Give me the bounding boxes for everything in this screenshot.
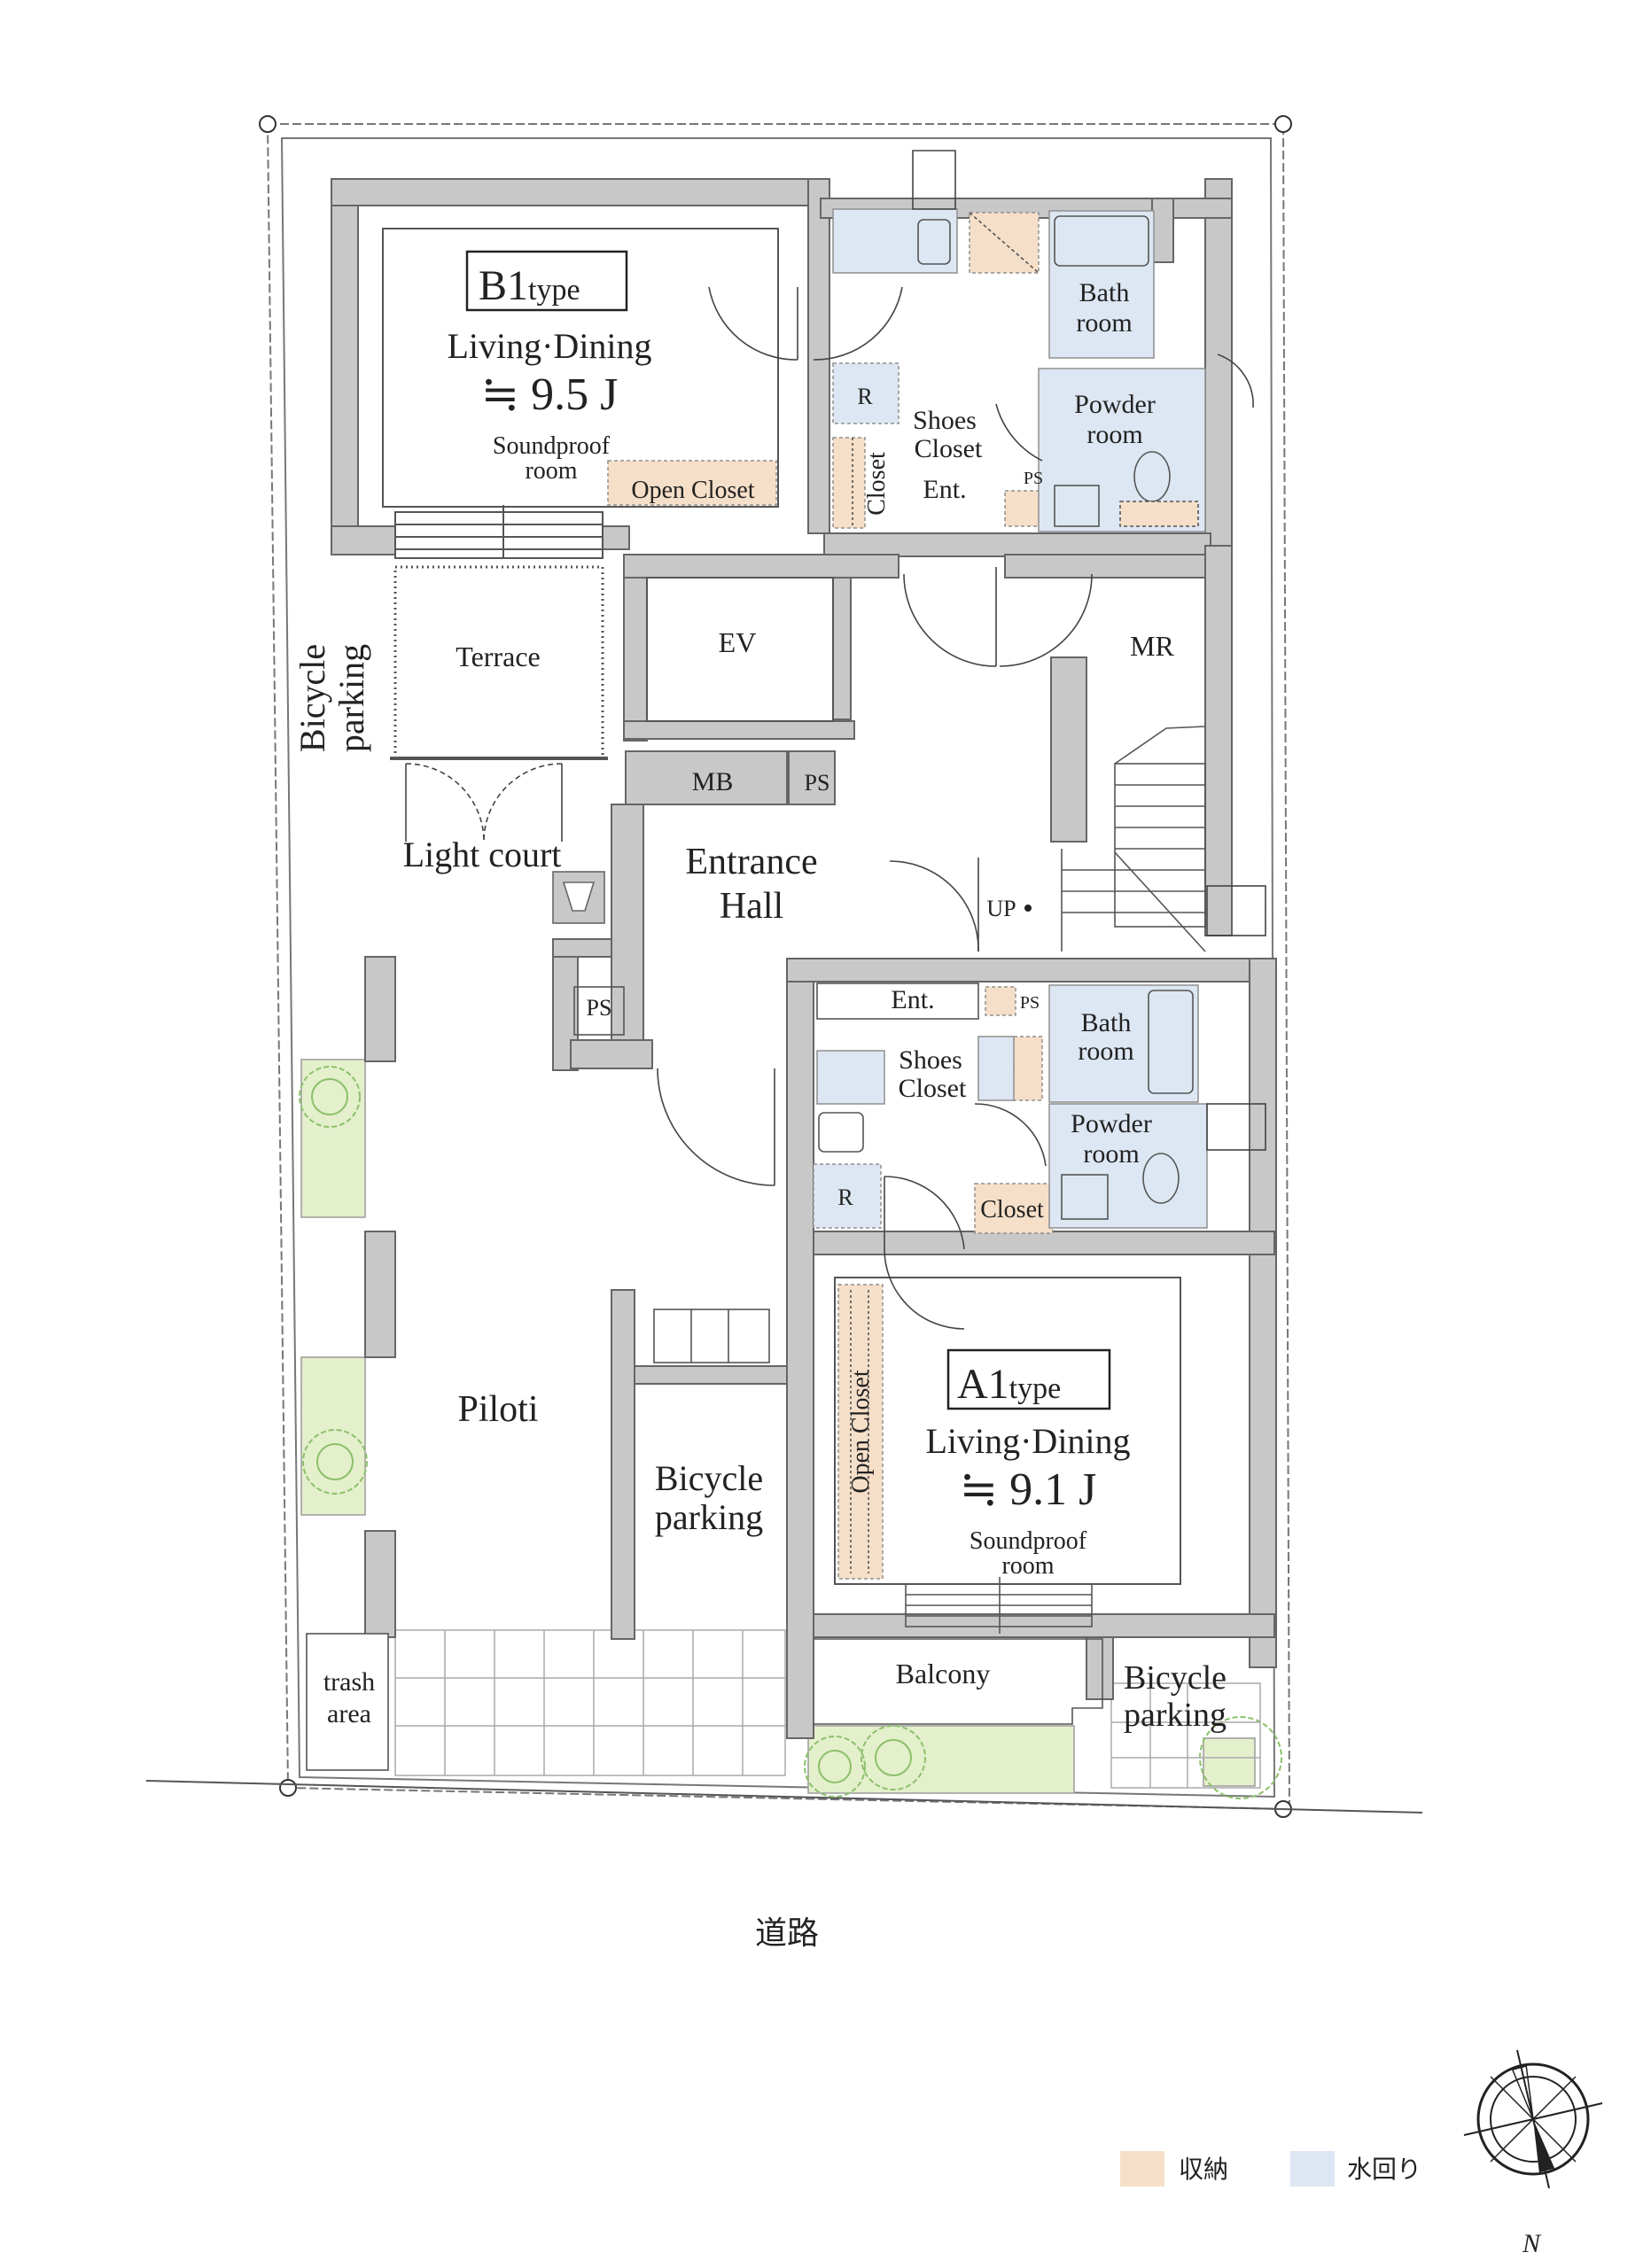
svg-text:A1type: A1type — [957, 1361, 1061, 1408]
compass-icon — [1463, 2049, 1603, 2189]
legend-storage-swatch — [1120, 2151, 1164, 2186]
ps-box-hall — [573, 986, 625, 1036]
planting-areas — [300, 1059, 1256, 1794]
bike-right-line1: Bicycle — [1124, 1659, 1227, 1697]
b1-soundproof-label: Soundproof — [493, 432, 611, 460]
b1-ps-label: PS — [1024, 469, 1043, 488]
walls — [331, 178, 1277, 1739]
light-court-label: Light court — [403, 835, 562, 874]
compass-north-label: N — [1522, 2229, 1542, 2258]
a1-bath-room-label: room — [1078, 1037, 1133, 1066]
b1-shoes-closet-label: Closet — [915, 434, 983, 463]
entrance-label: Entrance — [685, 842, 817, 882]
b1-storage — [607, 212, 1041, 529]
bicycle-parking-left-label: Bicycle parking — [292, 644, 371, 752]
b1-powder-label: Powder — [1074, 390, 1156, 419]
a1-shoes-label: Shoes — [899, 1045, 962, 1075]
a1-r-label: R — [837, 1184, 853, 1210]
bike-right-line2: parking — [1124, 1697, 1227, 1734]
mb-label: MB — [692, 767, 734, 796]
up-marker — [1024, 905, 1032, 912]
up-label: UP — [986, 896, 1016, 921]
ev-label: EV — [719, 626, 757, 658]
b1-shoes-label: Shoes — [913, 406, 977, 435]
a1-shoes-closet-label: Closet — [899, 1074, 967, 1103]
bike-left-line1: Bicycle — [292, 644, 332, 752]
terrace-deck — [390, 505, 608, 760]
b1-type-suffix: type — [528, 274, 580, 307]
trash-line1: trash — [323, 1667, 375, 1697]
b1-ent-label: Ent. — [923, 475, 966, 504]
ps-label-hall: PS — [587, 995, 612, 1021]
a1-closet-label: Closet — [980, 1196, 1044, 1223]
door-swings — [657, 150, 1266, 1330]
trash-area-box — [306, 1633, 389, 1771]
legend-storage-label: 収納 — [1179, 2155, 1228, 2184]
legend-wet-swatch — [1290, 2151, 1335, 2186]
b1-r-label: R — [857, 384, 873, 409]
a1-bath-label: Bath — [1081, 1008, 1132, 1037]
a1-area-label: ≒ 9.1 J — [960, 1464, 1097, 1515]
trash-line2: area — [327, 1699, 371, 1728]
mr-label: MR — [1130, 630, 1174, 662]
b1-powder-room-label: room — [1086, 420, 1142, 449]
a1-wet-areas — [813, 984, 1208, 1229]
bike-center-line2: parking — [655, 1497, 763, 1537]
a1-fixtures — [816, 983, 1194, 1573]
b1-living-label: Living·Dining — [447, 326, 651, 366]
a1-room-label: room — [1001, 1552, 1054, 1580]
b1-type-badge: B1type — [465, 250, 628, 312]
b1-bath-label: Bath — [1079, 278, 1130, 307]
property-boundary — [266, 123, 1291, 1811]
a1-balcony-label: Balcony — [896, 1658, 991, 1689]
a1-type-suffix: type — [1009, 1372, 1062, 1405]
b1-open-closet-label: Open Closet — [631, 477, 754, 504]
b1-closet-vertical-label: Closet — [863, 452, 891, 516]
piloti-label: Piloti — [457, 1389, 538, 1430]
ps-label-core: PS — [805, 770, 830, 796]
b1-area-label: ≒ 9.5 J — [481, 369, 619, 420]
terrace-label: Terrace — [456, 641, 540, 672]
b1-fixtures — [852, 212, 1199, 528]
b1-room-label: room — [525, 457, 577, 485]
legend: 収納 水回り — [1120, 2151, 1421, 2186]
a1-ent-label: Ent. — [891, 985, 934, 1014]
paving-grid — [394, 1629, 1261, 1789]
svg-text:B1type: B1type — [479, 262, 580, 309]
b1-bath-room-label: room — [1076, 308, 1132, 338]
b1-type-prefix: B1 — [479, 262, 528, 309]
hall-label: Hall — [720, 886, 783, 927]
a1-type-badge: A1type — [946, 1348, 1111, 1410]
a1-ps-label: PS — [1020, 993, 1040, 1013]
a1-powder-label: Powder — [1071, 1109, 1152, 1138]
road-label: 道路 — [755, 1915, 819, 1952]
legend-wet-label: 水回り — [1347, 2155, 1421, 2184]
light-court-doors — [405, 763, 605, 924]
a1-type-prefix: A1 — [957, 1361, 1009, 1408]
bike-center-line1: Bicycle — [655, 1458, 763, 1498]
a1-living-label: Living·Dining — [925, 1421, 1130, 1461]
road-edge-line — [145, 1780, 1423, 1814]
balcony-rail — [653, 1309, 1103, 1725]
a1-soundproof-label: Soundproof — [970, 1527, 1087, 1555]
stair — [1061, 726, 1206, 952]
bike-left-line2: parking — [331, 644, 371, 752]
a1-open-closet-label: Open Closet — [847, 1370, 875, 1493]
a1-powder-room-label: room — [1083, 1139, 1139, 1169]
